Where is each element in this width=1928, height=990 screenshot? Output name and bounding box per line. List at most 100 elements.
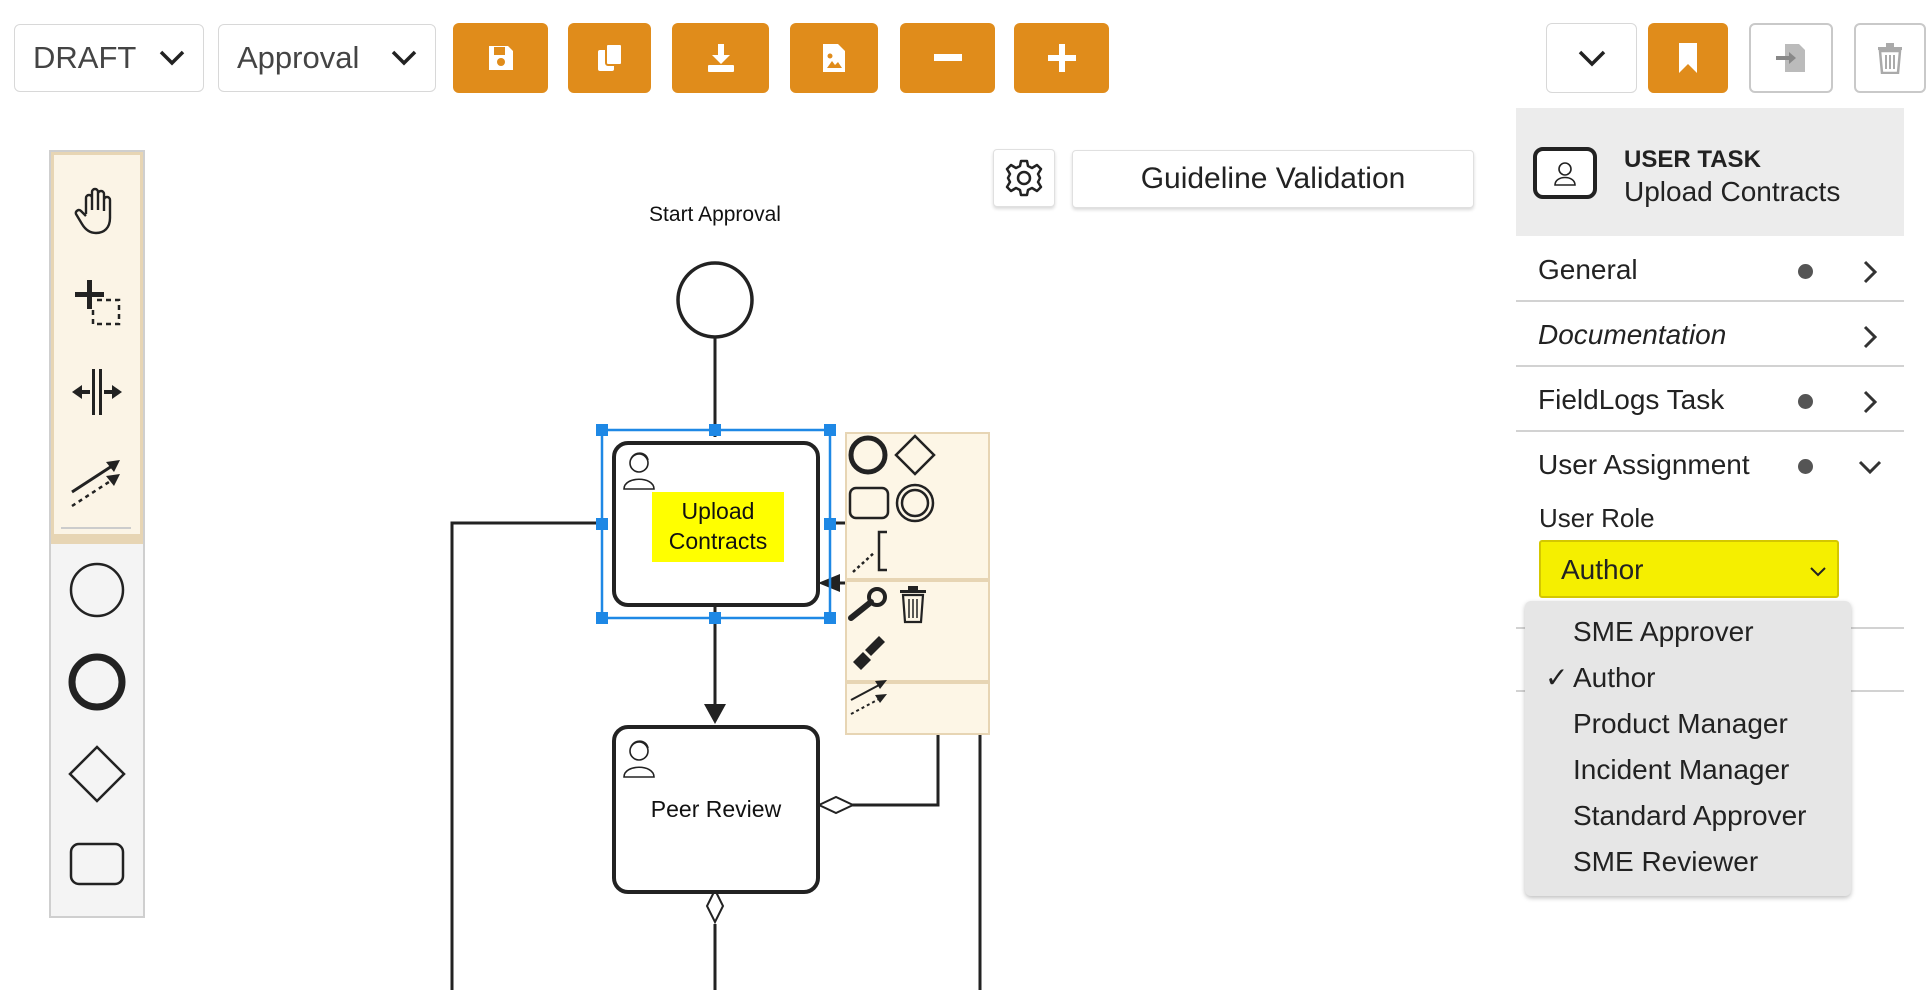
role-option-label: Author <box>1573 662 1656 693</box>
minus-icon <box>933 54 962 61</box>
chevron-down-icon <box>391 50 417 66</box>
save-icon <box>488 46 513 70</box>
flow-loop-left[interactable] <box>450 521 598 990</box>
bookmark-icon <box>1679 43 1697 73</box>
import-icon <box>1776 44 1805 72</box>
role-option-selected[interactable]: ✓Author <box>1525 661 1851 707</box>
section-status-dot <box>1798 394 1813 409</box>
checkmark-icon: ✓ <box>1545 662 1569 693</box>
append-task-icon[interactable] <box>848 486 890 520</box>
connect-arrow-icon <box>71 460 120 508</box>
download-icon <box>707 44 734 72</box>
lasso-select-icon <box>75 280 121 326</box>
text-annotation-icon[interactable] <box>852 530 887 573</box>
role-option[interactable]: Standard Approver <box>1525 799 1851 845</box>
context-pad-divider <box>845 578 990 582</box>
user-role-value: Author <box>1561 554 1644 585</box>
zoom-out-button[interactable] <box>900 23 995 93</box>
role-option-label: Incident Manager <box>1573 754 1790 785</box>
selection-handles[interactable] <box>596 424 836 624</box>
space-tool[interactable] <box>51 352 143 432</box>
copy-icon <box>597 43 623 71</box>
plus-icon <box>1047 44 1076 72</box>
create-intermediate-event[interactable] <box>51 642 143 722</box>
download-button[interactable] <box>672 23 769 93</box>
delete-diagram-button[interactable] <box>1854 23 1926 93</box>
section-fieldlogs-label: FieldLogs Task <box>1538 384 1725 415</box>
bookmark-button[interactable] <box>1648 23 1728 93</box>
user-role-label: User Role <box>1539 503 1655 533</box>
export-image-button[interactable] <box>790 23 878 93</box>
space-tool-icon <box>72 369 122 415</box>
chevron-right-icon <box>1863 390 1878 414</box>
guideline-validation-label: Guideline Validation <box>1140 162 1406 195</box>
section-documentation-label: Documentation <box>1538 319 1727 350</box>
append-end-event-icon[interactable] <box>848 435 888 475</box>
role-option[interactable]: Product Manager <box>1525 707 1851 753</box>
guideline-validation-button[interactable]: Guideline Validation <box>1072 150 1474 208</box>
diamond-marker <box>816 795 856 815</box>
task-peer-label: Peer Review <box>650 796 782 822</box>
tool-palette <box>49 150 145 918</box>
append-gateway-icon[interactable] <box>894 434 936 476</box>
start-event-label: Start Approval <box>649 203 781 226</box>
start-event-icon <box>69 562 125 618</box>
hand-tool[interactable] <box>51 170 143 250</box>
user-role-dropdown-menu: SME Approver ✓Author Product Manager Inc… <box>1525 601 1851 896</box>
palette-separator <box>61 527 131 529</box>
element-type-label: USER TASK <box>1624 146 1761 173</box>
gateway-icon <box>68 745 126 803</box>
task-icon <box>69 842 125 886</box>
status-select[interactable]: DRAFT <box>14 24 204 92</box>
zoom-in-button[interactable] <box>1014 23 1109 93</box>
workflow-select[interactable]: Approval <box>218 24 436 92</box>
section-documentation[interactable]: Documentation <box>1516 305 1904 367</box>
arrow-head <box>704 704 726 724</box>
user-role-select[interactable]: Author <box>1539 540 1839 598</box>
append-intermediate-event-icon[interactable] <box>895 483 935 523</box>
import-button[interactable] <box>1749 23 1833 93</box>
chevron-right-icon <box>1863 260 1878 284</box>
connect-tool[interactable] <box>51 440 143 520</box>
change-type-icon[interactable] <box>848 587 887 621</box>
palette-tools-group <box>51 152 143 544</box>
create-gateway[interactable] <box>51 734 143 814</box>
section-general[interactable]: General <box>1516 240 1904 302</box>
create-start-event[interactable] <box>51 550 143 630</box>
start-event[interactable] <box>676 261 754 339</box>
section-user-assignment[interactable]: User Assignment <box>1516 435 1904 497</box>
chevron-down-icon <box>159 50 185 66</box>
more-options-dropdown[interactable] <box>1546 23 1637 93</box>
user-icon <box>1554 162 1576 186</box>
diamond-marker <box>705 887 725 925</box>
role-option-label: Product Manager <box>1573 708 1788 739</box>
chevron-down-icon <box>1858 460 1882 475</box>
section-fieldlogs-task[interactable]: FieldLogs Task <box>1516 370 1904 432</box>
create-task[interactable] <box>51 824 143 904</box>
trash-icon[interactable] <box>900 586 926 624</box>
section-general-label: General <box>1538 254 1638 285</box>
context-pad-icons <box>848 434 936 715</box>
settings-button[interactable] <box>993 149 1055 207</box>
role-option[interactable]: SME Reviewer <box>1525 845 1851 891</box>
gear-icon <box>1005 159 1043 197</box>
role-option[interactable]: SME Approver <box>1525 615 1851 661</box>
connect-arrow-icon[interactable] <box>850 680 887 715</box>
color-brush-icon[interactable] <box>853 636 885 670</box>
role-option-label: SME Reviewer <box>1573 846 1759 877</box>
element-name-label: Upload Contracts <box>1624 176 1841 207</box>
lasso-tool[interactable] <box>51 262 143 342</box>
section-status-dot <box>1798 459 1813 474</box>
workflow-select-value: Approval <box>237 40 360 75</box>
role-option[interactable]: Incident Manager <box>1525 753 1851 799</box>
trash-icon <box>1878 43 1902 74</box>
status-select-value: DRAFT <box>33 40 137 75</box>
duplicate-button[interactable] <box>568 23 651 93</box>
chevron-right-icon <box>1863 325 1878 349</box>
task-peer-review[interactable] <box>612 725 820 894</box>
save-button[interactable] <box>453 23 548 93</box>
role-option-label: Standard Approver <box>1573 800 1807 831</box>
context-pad <box>845 432 990 735</box>
user-icon <box>623 452 655 778</box>
end-event-icon <box>68 653 126 711</box>
